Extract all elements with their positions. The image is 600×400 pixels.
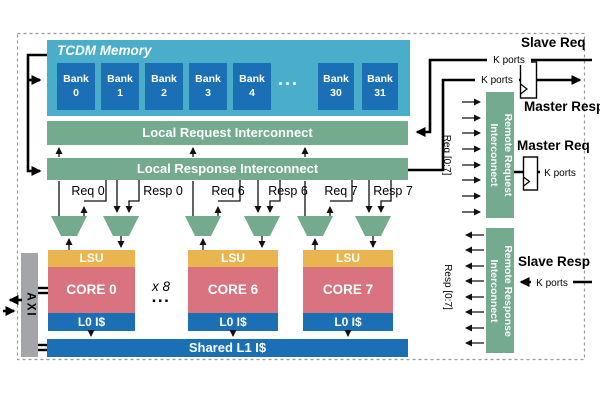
core-multiplier-ellipsis: ... — [151, 287, 171, 306]
bank-label: Bank — [323, 73, 349, 86]
remote-request-interconnect: Remote Request Interconnect — [486, 92, 514, 218]
core-0: CORE 0 — [48, 267, 135, 313]
clock-triangle-icon — [520, 83, 528, 95]
lsu-muxes — [51, 216, 391, 236]
remote-response-fan-arrows — [465, 231, 484, 347]
resp-mux-core0 — [103, 216, 139, 236]
tcdm-feedback-path — [26, 53, 47, 176]
bank-label: Bank — [239, 73, 265, 86]
wire-label-resp7: Resp 7 — [373, 184, 413, 198]
req-bus-label: Req [0:7] — [441, 134, 452, 176]
l0-cache-core6: L0 I$ — [188, 313, 278, 331]
core-multiplier-label: x 8 — [151, 279, 170, 294]
lsu-core0: LSU — [48, 250, 135, 267]
slave-resp-label: Slave Resp — [518, 254, 591, 269]
slave-req-label: Slave Req — [521, 35, 586, 50]
axi-port-block: AXI — [21, 253, 38, 357]
k-ports-label: K ports — [544, 168, 576, 179]
wire-label-req0: Req 0 — [71, 184, 105, 198]
req-mux-core0 — [51, 216, 87, 236]
l0-cache-core7: L0 I$ — [303, 313, 393, 331]
remote-response-line2: Interconnect — [488, 258, 501, 322]
l0-cache-core0: L0 I$ — [48, 313, 135, 331]
k-ports-label: K ports — [481, 75, 513, 86]
bank-number: 31 — [374, 86, 386, 99]
bank-number: 2 — [161, 86, 167, 99]
bank-number: 4 — [249, 86, 255, 99]
flipflop-register-resp — [519, 61, 538, 99]
core-6: CORE 6 — [188, 267, 278, 313]
remote-request-fan-arrows — [462, 98, 481, 216]
master-req-label: Master Req — [517, 138, 590, 153]
resp-mux-core6 — [244, 216, 280, 236]
req-mux-core6 — [185, 216, 221, 236]
bank-number: 3 — [205, 86, 211, 99]
pipeline-registers — [519, 61, 539, 191]
axi-label: AXI — [24, 292, 36, 318]
req-mux-core7 — [297, 216, 333, 236]
local-request-interconnect: Local Request Interconnect — [47, 121, 408, 145]
flipflop-register-req — [522, 156, 539, 191]
k-ports-label: K ports — [536, 278, 568, 289]
remote-response-line1: Remote Response — [502, 244, 514, 337]
core-7: CORE 7 — [303, 267, 393, 313]
bank-number: 1 — [117, 86, 123, 99]
bank-label: Bank — [151, 73, 177, 86]
bank-label: Bank — [107, 73, 133, 86]
resp-bus-label-wrap: Resp [0:7] — [439, 248, 455, 326]
local-response-interconnect: Local Response Interconnect — [47, 158, 408, 180]
lsu-core6: LSU — [188, 250, 278, 267]
bank-label: Bank — [367, 73, 393, 86]
bank-number: 0 — [73, 86, 79, 99]
lsu-core7: LSU — [303, 250, 393, 267]
wire-label-resp0: Resp 0 — [143, 184, 183, 198]
remote-request-line2: Interconnect — [488, 123, 501, 187]
bank-label: Bank — [195, 73, 221, 86]
bank-label: Bank — [63, 73, 89, 86]
resp-bus-label: Resp [0:7] — [442, 264, 453, 310]
clock-triangle-icon — [523, 176, 531, 187]
tcdm-title: TCDM Memory — [57, 43, 152, 58]
k-ports-label: K ports — [493, 55, 525, 66]
master-resp-label: Master Resp — [524, 99, 600, 114]
req-bus-label-wrap: Req [0:7] — [438, 118, 454, 192]
remote-response-interconnect: Remote Response Interconnect — [486, 228, 514, 353]
bank-ellipsis: ... — [278, 69, 300, 89]
bank-number: 30 — [330, 86, 342, 99]
resp-mux-core7 — [355, 216, 391, 236]
shared-l1-cache: Shared L1 I$ — [47, 339, 408, 357]
remote-request-line1: Remote Request — [502, 113, 514, 197]
